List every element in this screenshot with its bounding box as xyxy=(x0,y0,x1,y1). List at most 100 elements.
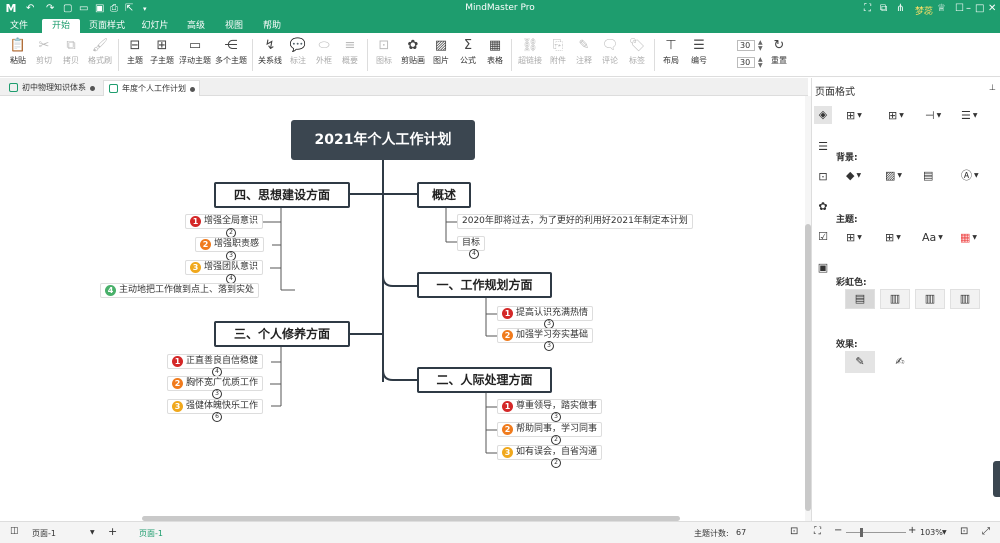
redo-icon[interactable]: ↷ xyxy=(46,3,55,14)
vertical-spacing-input[interactable]: 30 xyxy=(737,57,755,68)
undo-icon[interactable]: ↶ xyxy=(26,3,35,14)
zoom-slider[interactable] xyxy=(846,532,906,533)
skin-icon[interactable]: ☐ xyxy=(955,3,964,14)
collapse-count-badge[interactable]: 4 xyxy=(469,249,479,259)
reset-button[interactable]: ↻重置 xyxy=(768,37,790,66)
menu-view[interactable]: 视图 xyxy=(224,21,243,31)
copy-button[interactable]: ⧉拷贝 xyxy=(60,37,82,66)
hand-drawn-off-icon[interactable]: ✎ xyxy=(845,351,875,373)
outline-box-button[interactable]: ⬭外框 xyxy=(313,37,335,66)
close-icon[interactable]: ✕ xyxy=(988,3,997,14)
horizontal-spacing-input[interactable]: 30 xyxy=(737,40,755,51)
menu-help[interactable]: 帮助 xyxy=(262,21,281,31)
callout-button[interactable]: 💬标注 xyxy=(287,37,309,66)
summary-button[interactable]: ≡概要 xyxy=(339,37,361,66)
mindmap-root-node[interactable]: 2021年个人工作计划 xyxy=(291,120,475,160)
share-window-icon[interactable]: ⧉ xyxy=(880,3,888,14)
floating-topic-button[interactable]: ▭浮动主题 xyxy=(179,38,211,65)
spinner-down-icon[interactable]: ▼ xyxy=(758,62,763,69)
side-handle[interactable] xyxy=(993,461,1000,497)
task-tab-icon[interactable]: ☑ xyxy=(818,230,828,243)
spinner-up-icon[interactable]: ▲ xyxy=(758,39,763,46)
expand-icon[interactable]: ⤢ xyxy=(982,526,990,537)
save-icon[interactable]: ▣ xyxy=(95,3,105,14)
collapse-count-badge[interactable]: 6 xyxy=(212,412,222,422)
topic-button[interactable]: ⊟主题 xyxy=(124,37,146,66)
note-button[interactable]: ✎注释 xyxy=(573,37,595,66)
subtopic-button[interactable]: ⊞子主题 xyxy=(150,38,174,65)
tag-button[interactable]: 🏷标签 xyxy=(626,37,648,66)
print-icon[interactable]: ⎙ xyxy=(110,3,118,14)
overview-text[interactable]: 2020年即将过去，为了更好的利用好2021年制定本计划 xyxy=(457,214,693,229)
topic-work-plan[interactable]: 一、工作规划方面 xyxy=(417,272,552,298)
mindmap-canvas[interactable] xyxy=(0,96,805,521)
spinner-down-icon[interactable]: ▼ xyxy=(758,45,763,52)
zoom-out-icon[interactable]: − xyxy=(834,525,843,536)
maximize-icon[interactable]: □ xyxy=(975,3,985,14)
zoom-level[interactable]: 103% xyxy=(920,528,943,537)
collapse-count-badge[interactable]: 3 xyxy=(551,412,561,422)
topic-interpersonal[interactable]: 二、人际处理方面 xyxy=(417,367,552,393)
list-tab-icon[interactable]: ☰ xyxy=(818,140,828,153)
layout-style-button[interactable]: ⊞▼ xyxy=(888,109,904,123)
connector-style-button[interactable]: ⊣▼ xyxy=(925,109,941,123)
collapse-count-badge[interactable]: 3 xyxy=(212,389,222,399)
user-name[interactable]: 梦蕊 xyxy=(915,7,934,17)
scrollbar-thumb[interactable] xyxy=(805,224,811,511)
collapse-count-badge[interactable]: 2 xyxy=(551,458,561,468)
background-fill-button[interactable]: ◆▼ xyxy=(846,169,861,183)
rainbow-option-2[interactable]: ▥ xyxy=(880,289,910,309)
cut-button[interactable]: ✂剪切 xyxy=(33,37,55,66)
add-page-icon[interactable]: + xyxy=(108,525,118,538)
collapse-count-badge[interactable]: 2 xyxy=(551,435,561,445)
topic-overview[interactable]: 概述 xyxy=(417,182,471,208)
spinner-up-icon[interactable]: ▲ xyxy=(758,56,763,63)
theme-color-button[interactable]: ▦▼ xyxy=(960,231,977,245)
share-icon[interactable]: ⋔ xyxy=(896,3,905,14)
page-panel-toggle-icon[interactable]: ◫ xyxy=(10,526,19,536)
zoom-caret-icon[interactable]: ▼ xyxy=(942,529,947,536)
fullscreen-icon[interactable]: ⛶ xyxy=(864,3,871,14)
theme-button[interactable]: ⊞▼ xyxy=(846,231,862,245)
quick-access-menu-icon[interactable]: ▾ xyxy=(143,5,147,13)
menu-file[interactable]: 文件 xyxy=(9,21,28,31)
watermark-button[interactable]: ▤ xyxy=(923,169,933,183)
topic-cultivation[interactable]: 三、个人修养方面 xyxy=(214,321,350,347)
fit-page-icon[interactable]: ⊡ xyxy=(790,526,799,537)
zoom-slider-handle[interactable] xyxy=(860,528,863,537)
numbering-style-button[interactable]: ☰▼ xyxy=(961,109,978,123)
rainbow-option-4[interactable]: ▥ xyxy=(950,289,980,309)
numbering-button[interactable]: ☰编号 xyxy=(687,37,711,66)
horizontal-scrollbar[interactable] xyxy=(142,516,680,521)
zoom-in-icon[interactable]: + xyxy=(908,525,917,536)
rainbow-option-1[interactable]: ▤ xyxy=(845,289,875,309)
rainbow-option-3[interactable]: ▥ xyxy=(915,289,945,309)
multi-topic-button[interactable]: ⋲多个主题 xyxy=(215,38,247,65)
minimize-icon[interactable]: – xyxy=(966,3,971,14)
menu-slides[interactable]: 幻灯片 xyxy=(141,21,169,31)
hyperlink-button[interactable]: ⛓超链接 xyxy=(518,38,542,65)
doc-tab-physics[interactable]: 初中物理知识体系 xyxy=(4,80,99,96)
crown-icon[interactable]: ♕ xyxy=(937,3,946,14)
menu-page-style[interactable]: 页面样式 xyxy=(88,21,125,31)
relation-button[interactable]: ↯关系线 xyxy=(258,38,282,65)
collapse-count-badge[interactable]: 3 xyxy=(544,341,554,351)
structure-button[interactable]: ⊞▼ xyxy=(846,109,862,123)
page-tab[interactable]: 页面-1 xyxy=(139,529,163,538)
layout-button[interactable]: ⊤布局 xyxy=(659,37,683,66)
hand-drawn-on-icon[interactable]: ✍ xyxy=(895,355,905,368)
unsaved-dot-icon[interactable] xyxy=(190,87,195,92)
background-image-button[interactable]: ▨▼ xyxy=(885,169,902,183)
menu-advanced[interactable]: 高级 xyxy=(186,21,205,31)
topic-ideology[interactable]: 四、思想建设方面 xyxy=(214,182,350,208)
icon-button[interactable]: ⊡图标 xyxy=(373,37,395,66)
export-icon[interactable]: ⇱ xyxy=(125,3,134,14)
pin-icon[interactable]: ⊥ xyxy=(989,83,996,92)
